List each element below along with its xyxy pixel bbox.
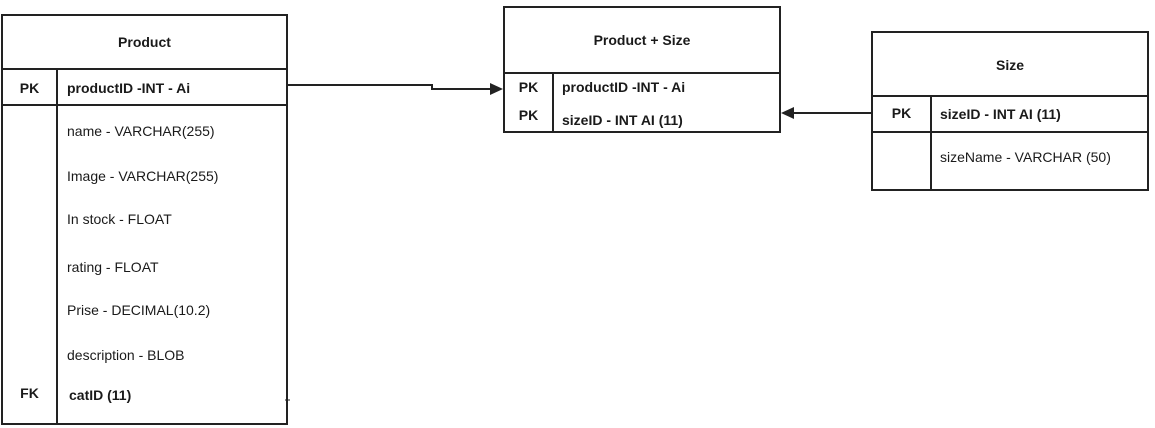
- product-field-description: description - BLOB: [67, 347, 185, 363]
- product-size-key-column-divider: [552, 72, 554, 132]
- product-pk-field: productID -INT - Ai: [67, 80, 191, 96]
- connector-product-to-product-size: [288, 84, 493, 90]
- product-size-row1-key: PK: [518, 79, 539, 95]
- product-pk-divider: [3, 104, 286, 106]
- product-key-column-divider: [56, 68, 58, 425]
- product-size-row1-field: productID -INT - Ai: [562, 79, 686, 95]
- size-pk-label: PK: [891, 105, 912, 121]
- product-header-divider: [3, 68, 286, 70]
- product-field-name: name - VARCHAR(255): [67, 123, 215, 139]
- product-size-row2-key: PK: [518, 107, 539, 123]
- size-key-column-divider: [930, 95, 932, 191]
- arrowhead-product-size-right: [781, 107, 794, 119]
- product-size-table-title: Product + Size: [593, 32, 691, 48]
- size-table: Size PK sizeID - INT AI (11) sizeName - …: [871, 31, 1149, 191]
- size-field-size-name: sizeName - VARCHAR (50): [940, 149, 1111, 165]
- product-size-row2-field: sizeID - INT AI (11): [562, 112, 683, 128]
- arrowhead-product-size-left: [490, 83, 503, 95]
- size-pk-field: sizeID - INT AI (11): [940, 106, 1061, 122]
- size-header-divider: [873, 95, 1147, 97]
- product-field-image: Image - VARCHAR(255): [67, 168, 219, 184]
- product-field-in-stock: In stock - FLOAT: [67, 211, 172, 227]
- product-size-table: Product + Size PK productID -INT - Ai PK…: [503, 6, 781, 133]
- product-size-header-divider: [505, 72, 779, 74]
- product-pk-label: PK: [19, 80, 40, 96]
- product-table: Product PK productID -INT - Ai name - VA…: [1, 14, 288, 425]
- product-fk-field: catID (11): [69, 387, 132, 403]
- size-pk-divider: [873, 131, 1147, 133]
- product-field-rating: rating - FLOAT: [67, 259, 159, 275]
- size-table-title: Size: [995, 57, 1024, 73]
- product-fk-label: FK: [20, 385, 39, 401]
- product-table-title: Product: [118, 34, 171, 50]
- product-field-prise: Prise - DECIMAL(10.2): [67, 302, 211, 318]
